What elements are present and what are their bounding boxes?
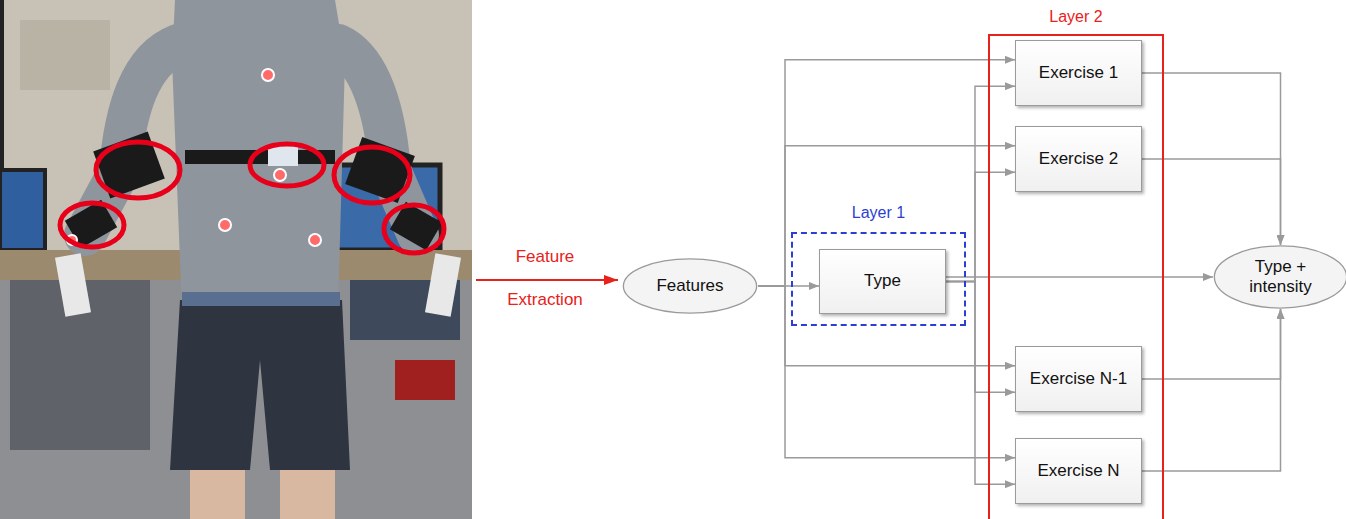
node-label: Exercise 1 bbox=[1039, 63, 1118, 83]
layer-heading: Layer 1 bbox=[793, 204, 964, 222]
flow-connector bbox=[946, 282, 1015, 393]
node-label: Type + intensity bbox=[1230, 257, 1331, 298]
layer-group: Layer 2Exercise 1Exercise 2Exercise N-1E… bbox=[988, 34, 1164, 519]
process-box: Type bbox=[819, 249, 946, 314]
flow-connector bbox=[946, 86, 1015, 281]
process-box: Exercise N bbox=[1015, 438, 1142, 504]
arrow-label: Feature bbox=[516, 247, 575, 267]
node-label: Exercise N bbox=[1037, 461, 1119, 481]
flow-connector bbox=[946, 276, 1213, 278]
node-label: Type bbox=[864, 271, 901, 291]
arrow-label: Extraction bbox=[507, 290, 583, 310]
feature-ellipse: Features bbox=[622, 258, 758, 314]
process-box: Exercise 2 bbox=[1015, 126, 1142, 192]
node-label: Features bbox=[656, 276, 723, 296]
node-label: Exercise N-1 bbox=[1030, 369, 1127, 389]
process-box: Exercise 1 bbox=[1015, 40, 1142, 106]
node-label: Exercise 2 bbox=[1039, 149, 1118, 169]
process-box: Exercise N-1 bbox=[1015, 346, 1142, 412]
layer-heading: Layer 2 bbox=[990, 8, 1162, 26]
flow-connector bbox=[946, 282, 1015, 485]
result-ellipse: Type + intensity bbox=[1213, 245, 1346, 309]
layer-group: Layer 1Type bbox=[791, 232, 966, 326]
extraction-arrow bbox=[476, 279, 618, 281]
flow-connector bbox=[946, 172, 1015, 281]
sensor-photo bbox=[0, 0, 472, 519]
